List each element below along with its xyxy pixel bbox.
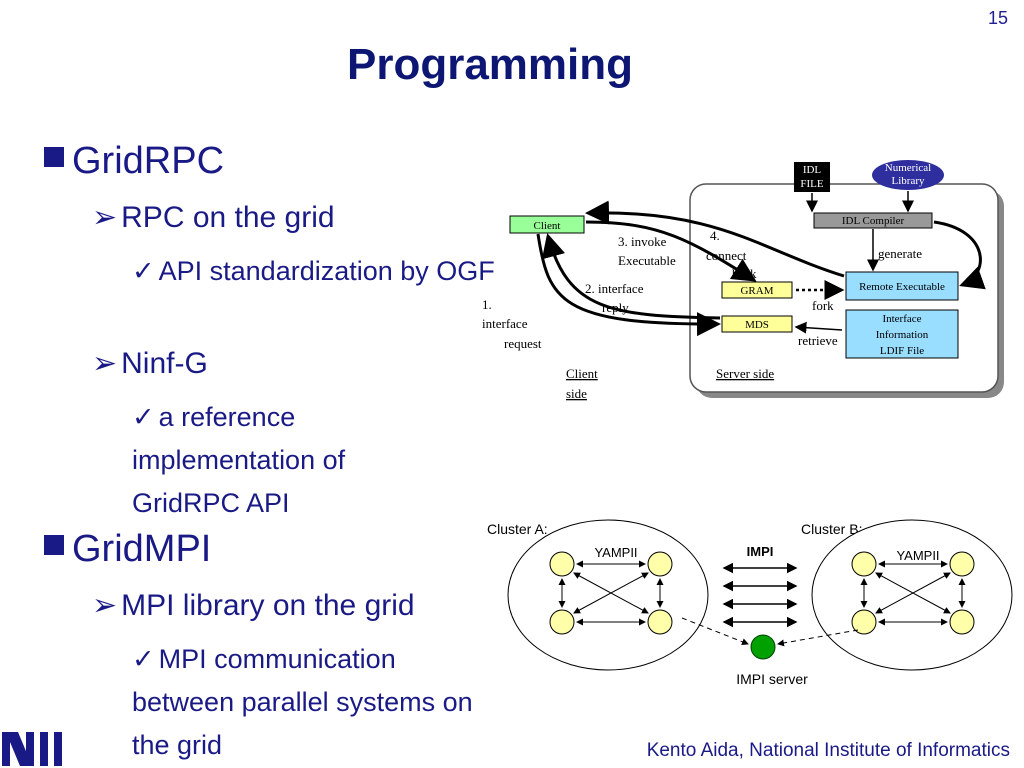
svg-text:IMPI server: IMPI server xyxy=(736,671,808,687)
arrow-bullet-icon: ➢ xyxy=(92,201,118,234)
interface-information-box xyxy=(845,309,959,359)
svg-text:Numerical: Numerical xyxy=(885,162,931,174)
svg-text:generate: generate xyxy=(878,246,922,261)
remote-executable-box xyxy=(845,271,959,301)
svg-text:IDL Compiler: IDL Compiler xyxy=(842,215,905,227)
svg-text:YAMPII: YAMPII xyxy=(896,548,939,563)
arrow-bullet-icon: ➢ xyxy=(92,347,118,380)
bullet-mpi-library: ➢MPI library on the grid xyxy=(92,589,415,622)
numerical-library xyxy=(872,160,944,190)
svg-text:3. invoke: 3. invoke xyxy=(618,234,667,249)
footer-credit: Kento Aida, National Institute of Inform… xyxy=(646,740,1010,761)
node xyxy=(647,551,673,577)
client-box xyxy=(509,215,585,234)
svg-text:Library: Library xyxy=(892,175,925,187)
cluster-b xyxy=(811,519,1013,671)
square-bullet-icon xyxy=(44,147,64,167)
svg-text:request: request xyxy=(504,336,542,351)
svg-text:MDS: MDS xyxy=(745,319,769,331)
node xyxy=(851,609,877,635)
bullet-mpi-communication: ✓MPI communication between parallel syst… xyxy=(132,644,473,760)
svg-text:GRAM: GRAM xyxy=(740,285,773,297)
svg-text:Interface: Interface xyxy=(882,313,921,325)
bullet-reference-implementation: ✓a reference implementation of GridRPC A… xyxy=(132,402,346,518)
check-bullet-icon: ✓ xyxy=(132,256,155,286)
mds-box xyxy=(721,315,793,333)
svg-text:LDIF File: LDIF File xyxy=(880,345,924,357)
page-title: Programming xyxy=(346,40,634,89)
svg-text:retrieve: retrieve xyxy=(798,333,838,348)
svg-text:Information: Information xyxy=(876,329,929,341)
svg-text:IDL: IDL xyxy=(803,164,822,176)
bullet-rpc-on-grid: ➢RPC on the grid xyxy=(92,201,335,234)
svg-text:interface: interface xyxy=(482,316,528,331)
node xyxy=(949,609,975,635)
svg-text:side: side xyxy=(566,386,587,401)
svg-text:1.: 1. xyxy=(482,297,492,312)
svg-text:YAMPII: YAMPII xyxy=(594,545,637,560)
check-bullet-icon: ✓ xyxy=(132,402,155,432)
svg-text:Server side: Server side xyxy=(716,366,774,381)
svg-text:Client: Client xyxy=(534,220,561,232)
svg-text:Cluster B:: Cluster B: xyxy=(801,521,862,537)
bullet-list: GridRPC ➢RPC on the grid ✓API standardiz… xyxy=(44,140,495,760)
svg-text:Remote Executable: Remote Executable xyxy=(859,281,945,293)
bullet-gridrpc: GridRPC xyxy=(44,140,224,183)
slide-number: 15 xyxy=(987,8,1008,28)
svg-text:FILE: FILE xyxy=(800,178,824,190)
svg-text:IMPI: IMPI xyxy=(747,544,774,559)
svg-text:connect: connect xyxy=(706,248,747,263)
node xyxy=(949,551,975,577)
svg-text:fork: fork xyxy=(812,298,834,313)
arrow-bullet-icon: ➢ xyxy=(92,589,118,622)
bullet-api-standardization: ✓API standardization by OGF xyxy=(132,256,495,286)
node xyxy=(549,551,575,577)
idl-file-box xyxy=(794,162,830,192)
node xyxy=(647,609,673,635)
svg-text:back: back xyxy=(732,266,757,281)
svg-text:Executable: Executable xyxy=(618,253,676,268)
svg-text:Client: Client xyxy=(566,366,598,381)
gram-box xyxy=(721,281,793,299)
idl-compiler-box xyxy=(813,212,933,229)
bullet-ninfg: ➢Ninf-G xyxy=(92,347,208,380)
svg-text:4.: 4. xyxy=(710,228,720,243)
bullet-gridmpi: GridMPI xyxy=(44,528,211,571)
square-bullet-icon xyxy=(44,535,64,555)
impi-server-node xyxy=(750,634,776,660)
svg-text:Cluster A:: Cluster A: xyxy=(487,521,548,537)
node xyxy=(851,551,877,577)
nii-logo xyxy=(2,732,62,766)
node xyxy=(549,609,575,635)
svg-text:2. interface: 2. interface xyxy=(585,281,644,296)
svg-text:reply: reply xyxy=(602,300,629,315)
check-bullet-icon: ✓ xyxy=(132,644,155,674)
